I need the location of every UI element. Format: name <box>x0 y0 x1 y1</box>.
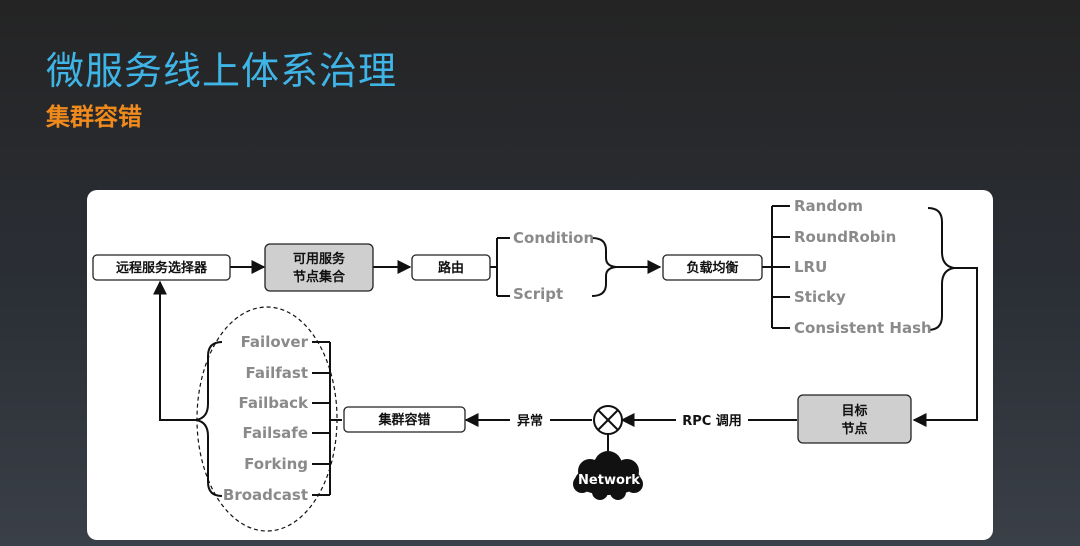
exception-label-bg <box>510 410 550 430</box>
rpc-call-label: RPC 调用 <box>682 414 742 429</box>
routing-box: 路由 <box>411 254 491 281</box>
fault-failback: Failback <box>239 394 310 412</box>
load-balance-label: 负载均衡 <box>686 260 738 276</box>
cluster-box: 集群容错 <box>343 406 466 433</box>
target-node-box: 目标 节点 <box>797 394 912 444</box>
remote-selector-box: 远程服务选择器 <box>92 254 231 281</box>
network-label: Network <box>578 473 640 488</box>
available-nodes-box: 可用服务 节点集合 <box>264 243 374 292</box>
diagram-panel <box>87 190 993 540</box>
fault-bracket-right <box>312 341 331 496</box>
arrow-back-to-selector <box>153 280 196 421</box>
lb-lru: LRU <box>794 258 827 276</box>
routing-brace-right <box>591 237 617 297</box>
exception-label: 异常 <box>517 413 543 429</box>
lb-roundrobin: RoundRobin <box>794 228 896 246</box>
cluster-label: 集群容错 <box>377 412 430 428</box>
target-node-line2: 节点 <box>841 421 867 437</box>
fault-brace-left <box>195 341 223 497</box>
load-balance-box: 负载均衡 <box>662 254 763 281</box>
routing-script: Script <box>513 285 563 303</box>
fault-failsafe: Failsafe <box>242 424 308 442</box>
target-node-line1: 目标 <box>841 403 867 419</box>
fault-broadcast: Broadcast <box>223 486 308 504</box>
network-cloud-icon: Network <box>573 451 643 500</box>
lb-bracket-left <box>762 205 790 329</box>
page-title: 微服务线上体系治理 <box>46 49 398 93</box>
routing-bracket-left <box>490 237 510 297</box>
available-nodes-line1: 可用服务 <box>293 251 346 267</box>
routing-condition: Condition <box>513 229 594 247</box>
page-subtitle: 集群容错 <box>46 103 142 131</box>
rpc-label-bg <box>676 410 748 430</box>
fault-strategies-ellipse <box>196 306 338 532</box>
lb-sticky: Sticky <box>794 288 846 306</box>
remote-selector-label: 远程服务选择器 <box>116 260 208 276</box>
lb-random: Random <box>794 197 863 215</box>
connectors <box>153 205 978 497</box>
arrow-to-target <box>912 267 978 427</box>
fault-forking: Forking <box>244 455 308 473</box>
lb-brace-right <box>927 207 955 331</box>
routing-label: 路由 <box>438 260 464 276</box>
fault-failover: Failover <box>241 333 309 351</box>
available-nodes-line2: 节点集合 <box>293 269 346 285</box>
fault-failfast: Failfast <box>245 364 308 382</box>
lb-consistent-hash: Consistent Hash <box>794 319 932 337</box>
x-circle-icon <box>593 405 623 435</box>
